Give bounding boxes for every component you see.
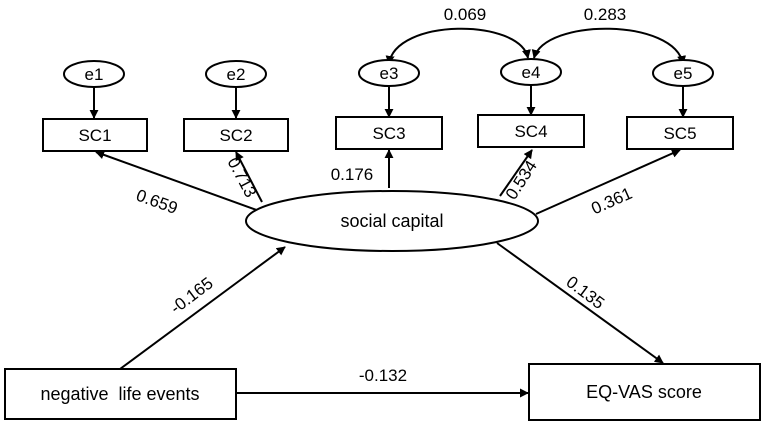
loading-arrow-sc5 xyxy=(535,149,681,215)
covariance-label-e4-e5: 0.283 xyxy=(584,5,627,24)
svg-text:e5: e5 xyxy=(674,64,693,83)
svg-text:social capital: social capital xyxy=(340,211,443,231)
indicator-box-sc4: SC4 xyxy=(477,114,585,148)
loading-arrow-sc1 xyxy=(95,150,263,213)
indicator-box-sc1: SC1 xyxy=(42,118,148,152)
svg-text:e2: e2 xyxy=(227,65,246,84)
error-node-e1: e1 xyxy=(63,60,125,88)
error-node-e2: e2 xyxy=(205,60,267,88)
svg-text:SC4: SC4 xyxy=(514,122,547,141)
covariance-e4-e5 xyxy=(531,27,687,65)
error-node-e4: e4 xyxy=(500,58,562,86)
exogenous-box-negative-life-events: negative life events xyxy=(4,368,237,420)
loading-label-sc2: 0.713 xyxy=(223,154,260,200)
path-label-events-to-capital: -0.165 xyxy=(167,274,217,318)
covariance-e3-e4 xyxy=(385,27,531,65)
svg-text:e4: e4 xyxy=(522,63,541,82)
svg-text:SC3: SC3 xyxy=(372,124,405,143)
path-arrow-capital-to-outcome xyxy=(496,242,664,364)
loading-label-sc4: 0.534 xyxy=(502,157,541,203)
loading-label-sc1: 0.659 xyxy=(134,186,180,218)
path-arrow-events-to-capital xyxy=(119,246,286,370)
indicator-box-sc5: SC5 xyxy=(626,116,734,150)
error-node-e5: e5 xyxy=(652,59,714,87)
svg-text:SC5: SC5 xyxy=(663,124,696,143)
svg-text:negative life events: negative life events xyxy=(40,384,199,404)
path-label-events-to-outcome: -0.132 xyxy=(359,366,407,385)
svg-text:SC1: SC1 xyxy=(78,126,111,145)
indicator-box-sc3: SC3 xyxy=(335,116,443,150)
svg-text:EQ-VAS score: EQ-VAS score xyxy=(586,382,702,402)
svg-text:e3: e3 xyxy=(380,64,399,83)
loading-label-sc3: 0.176 xyxy=(331,165,374,184)
svg-text:e1: e1 xyxy=(85,65,104,84)
covariance-label-e3-e4: 0.069 xyxy=(444,5,487,24)
error-node-e3: e3 xyxy=(358,59,420,87)
latent-node-social-capital: social capital xyxy=(245,190,539,252)
outcome-box-eq-vas-score: EQ-VAS score xyxy=(528,363,761,421)
loading-arrow-sc2 xyxy=(235,151,263,203)
loading-label-sc5: 0.361 xyxy=(588,184,635,219)
indicator-box-sc2: SC2 xyxy=(183,118,289,152)
loading-arrow-sc4 xyxy=(499,149,533,197)
svg-text:SC2: SC2 xyxy=(219,126,252,145)
